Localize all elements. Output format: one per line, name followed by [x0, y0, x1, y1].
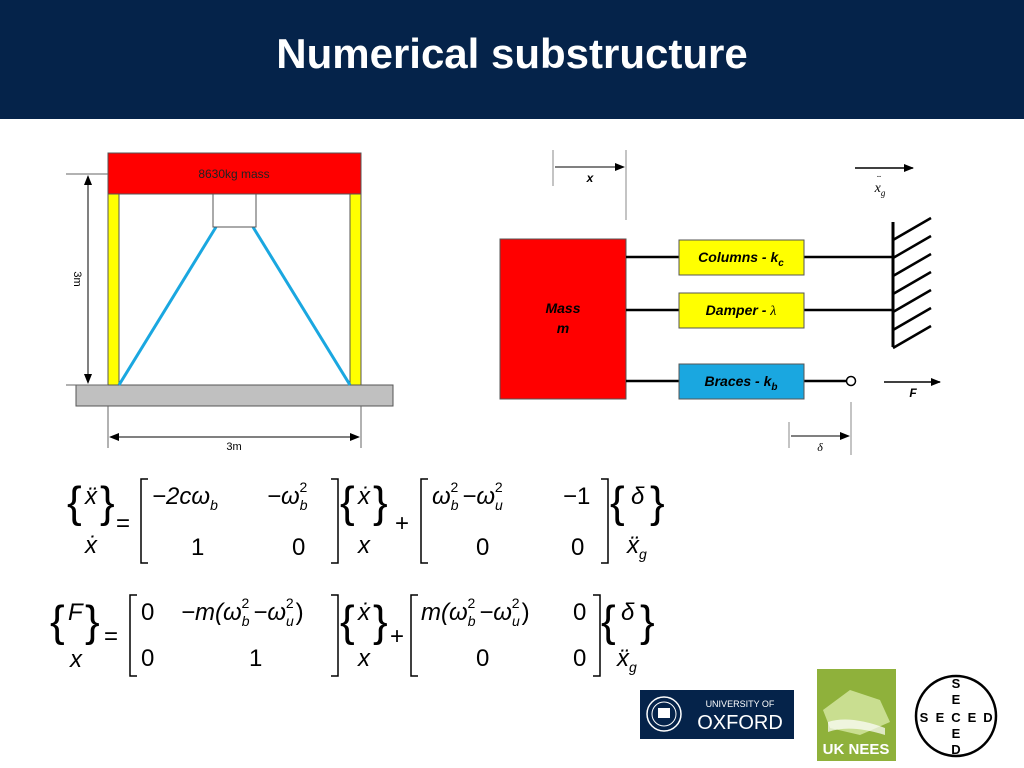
eq2-v2-brace-right: } [640, 597, 655, 646]
xg-double-dot: ¨ [877, 172, 881, 186]
svg-text:S: S [920, 710, 929, 725]
svg-text:S: S [952, 676, 961, 691]
xg-label: xg [874, 181, 886, 198]
columns-box [678, 239, 805, 276]
eq2-v1-brace-right: } [373, 597, 388, 646]
brace-connector [212, 193, 257, 228]
right-column [349, 193, 362, 386]
eq2-m2-r1c2: 0 [573, 599, 586, 626]
eq2-v2-brace-left: { [601, 597, 616, 646]
eq1-m1-r1c2: −ωb2 [267, 479, 308, 513]
frame-base [75, 384, 394, 407]
equation-2: { F x } = 0 −m(ωb2−ωu2) 0 1 { ẋ x } + m(… [50, 594, 655, 677]
support-hatching [892, 216, 932, 350]
model-diagram: x xg ¨ Mass m Columns - kc Damper - λ Br… [499, 150, 941, 455]
header-bar [0, 0, 1024, 119]
eq1-m2-r2c2: 0 [571, 534, 584, 561]
braces-label: Braces - kb [704, 373, 777, 393]
eq1-plus: + [395, 510, 409, 537]
eq2-m2-r2c2: 0 [573, 645, 586, 672]
eq2-plus: + [390, 623, 404, 650]
svg-text:E: E [968, 710, 977, 725]
svg-text:ẋ: ẋ [357, 483, 371, 510]
force-label: F [909, 386, 917, 400]
eq1-v2-brace-right: } [650, 478, 665, 527]
actuator-node [845, 375, 857, 387]
height-label: 3m [71, 271, 83, 286]
mass-label: 8630kg mass [198, 167, 269, 181]
frame-diagram: 8630kg mass 3m 3m [66, 152, 394, 453]
eq1-lhs-1: ẍ [84, 483, 98, 510]
equation-1: { ẍ ẋ } = −2cωb −ωb2 1 0 { ẋ x } + ωb2−ω… [67, 478, 665, 564]
width-label: 3m [226, 441, 241, 453]
uknees-text: UK NEES [823, 741, 890, 758]
eq2-m1-r2c1: 0 [141, 645, 154, 672]
svg-text:F: F [68, 599, 84, 626]
eq1-v2-xg: ẍg [626, 532, 647, 562]
svg-text:δ: δ [621, 599, 635, 626]
eq2-v1-brace-left: { [340, 597, 355, 646]
svg-text:C: C [951, 710, 961, 725]
eq2-lhs-brace-right: } [85, 597, 100, 646]
eq2-m2-r1c1: m(ωb2−ωu2) [421, 595, 530, 629]
svg-text:D: D [983, 710, 992, 725]
right-brace [251, 226, 352, 386]
svg-text:x: x [69, 646, 83, 673]
oxford-line1: UNIVERSITY OF [706, 699, 775, 709]
damper-label: Damper - λ [706, 302, 777, 319]
eq2-m2-r2c1: 0 [476, 645, 489, 672]
braces-box [678, 363, 805, 400]
columns-label: Columns - kc [698, 249, 784, 269]
eq1-m1-r1c1: −2cωb [152, 483, 218, 513]
model-mass [499, 238, 627, 400]
eq2-lhs-brace-left: { [50, 597, 65, 646]
svg-text:x: x [357, 645, 371, 672]
eq1-lhs-2: ẋ [84, 532, 98, 559]
eq2-m1-r2c2: 1 [249, 645, 262, 672]
mass-label-1: Mass [545, 300, 580, 316]
eq2-m1-r1c2: −m(ωb2−ωu2) [181, 595, 304, 629]
eq1-m2-r2c1: 0 [476, 534, 489, 561]
svg-text:x: x [357, 532, 371, 559]
x-label: x [586, 171, 595, 185]
eq1-v1-brace-right: } [373, 478, 388, 527]
svg-text:E: E [952, 692, 961, 707]
svg-text:E: E [952, 726, 961, 741]
eq1-m2-r1c1: ωb2−ωu2 [432, 479, 503, 513]
seced-logo: S E C E D S E E D [914, 674, 998, 758]
damper-box [678, 292, 805, 329]
left-column [107, 193, 120, 386]
eq1-m1-r2c1: 1 [191, 534, 204, 561]
oxford-line2: OXFORD [697, 712, 783, 734]
svg-text:δ: δ [631, 483, 645, 510]
eq2-v2-xg: ẍg [616, 645, 637, 675]
eq1-v1-brace-left: { [340, 478, 355, 527]
eq2-equals: = [104, 623, 118, 650]
eq1-lhs-brace-left: { [67, 478, 82, 527]
eq1-v2-brace-left: { [610, 478, 625, 527]
eq1-m2-r1c2: −1 [563, 483, 590, 510]
delta-label: δ [817, 440, 823, 454]
left-brace [117, 226, 218, 386]
svg-text:ẋ: ẋ [357, 599, 371, 626]
mass-label-2: m [557, 320, 569, 336]
uknees-logo: UK NEES [817, 669, 896, 761]
frame-mass [107, 152, 362, 195]
eq2-m1-r1c1: 0 [141, 599, 154, 626]
svg-text:E: E [936, 710, 945, 725]
eq1-equals: = [116, 510, 130, 537]
eq1-lhs-brace-right: } [100, 478, 115, 527]
svg-text:D: D [951, 742, 960, 757]
slide-title: Numerical substructure [276, 30, 748, 77]
oxford-logo: UNIVERSITY OF OXFORD [640, 690, 794, 739]
eq1-m1-r2c2: 0 [292, 534, 305, 561]
